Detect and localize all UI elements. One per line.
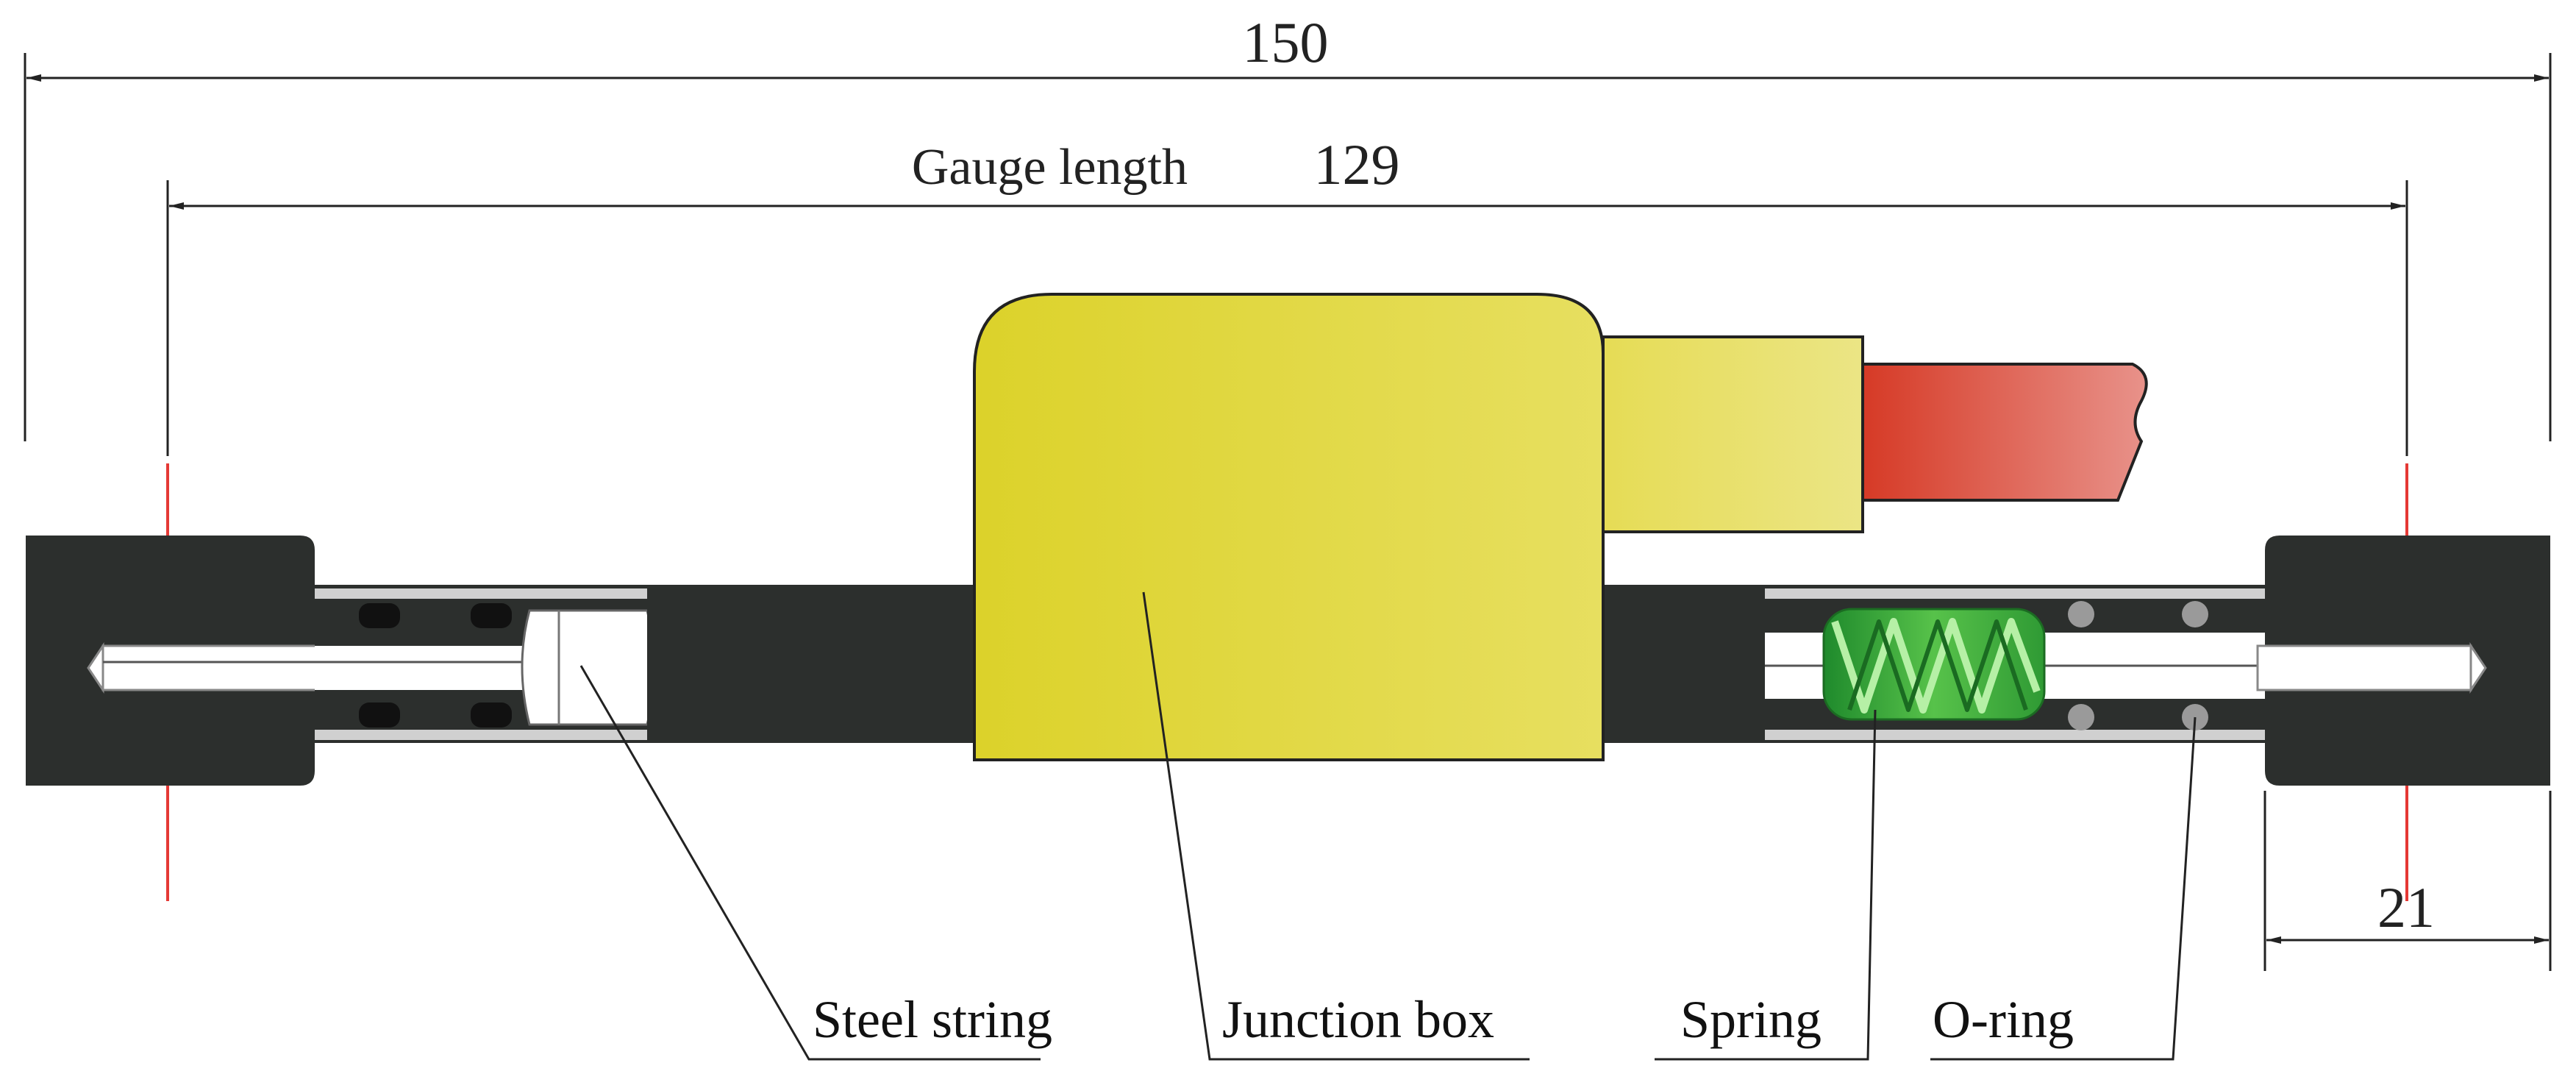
o-ring-label: O-ring xyxy=(1933,990,2074,1049)
gauge-length-label: Gauge length xyxy=(912,139,1188,196)
gauge-length-value: 129 xyxy=(1314,132,1400,196)
gauge-length-dimension: Gauge length 129 xyxy=(166,132,2408,456)
steel-string-leader xyxy=(579,665,1041,1061)
junction-box-label: Junction box xyxy=(1222,990,1494,1049)
left-tube xyxy=(103,585,656,743)
o-ring-icon xyxy=(2068,601,2094,627)
overall-dimension: 150 xyxy=(24,10,2552,441)
o-ring-icon xyxy=(2182,601,2208,627)
steel-string-clamp xyxy=(521,609,656,726)
junction-box-leader xyxy=(1142,591,1530,1061)
cable xyxy=(1861,363,2148,502)
right-tube xyxy=(1765,585,2471,743)
o-ring-icon xyxy=(2068,704,2094,730)
junction-box xyxy=(973,293,2148,761)
o-ring-icon xyxy=(359,603,400,628)
spring-leader xyxy=(1655,709,1877,1061)
leader-lines xyxy=(579,591,2197,1061)
o-ring-icon xyxy=(359,702,400,728)
end-dimension: 21 xyxy=(2263,791,2552,971)
o-ring-leader xyxy=(1930,716,2197,1061)
overall-dimension-value: 150 xyxy=(1243,10,1329,74)
connector xyxy=(1602,335,1864,533)
o-ring-icon xyxy=(471,603,512,628)
spring-icon xyxy=(1822,608,2046,721)
o-ring-icon xyxy=(471,702,512,728)
left-end-block xyxy=(26,536,325,786)
right-end-block xyxy=(2256,536,2550,786)
end-dimension-value: 21 xyxy=(2377,875,2435,939)
steel-string-label: Steel string xyxy=(813,990,1052,1049)
spring-label: Spring xyxy=(1680,990,1822,1049)
